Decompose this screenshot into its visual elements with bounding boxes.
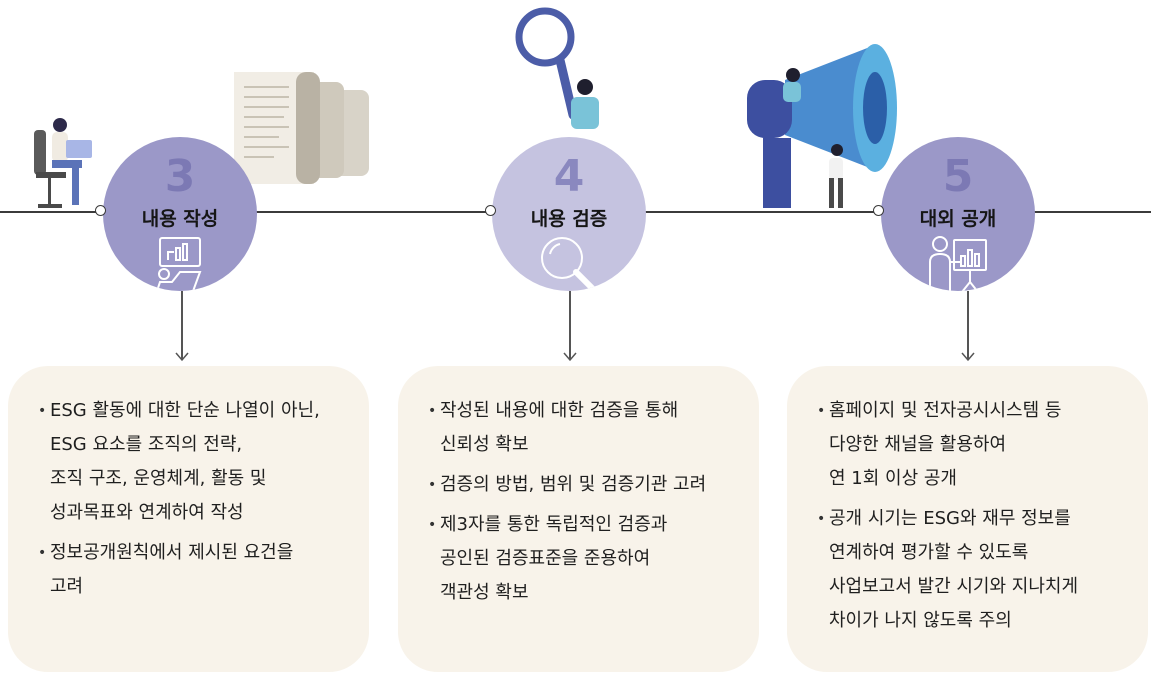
step-4-connector bbox=[569, 291, 571, 359]
presentation-person-icon bbox=[155, 237, 202, 291]
megaphone-illustration bbox=[747, 44, 897, 208]
step-5-circle: 5 대외 공개 bbox=[881, 137, 1035, 291]
chart-board-person-icon bbox=[929, 236, 987, 291]
step-3-arrow-down-icon bbox=[175, 352, 189, 362]
step-4-number: 4 bbox=[553, 151, 585, 202]
magnifier-person-illustration bbox=[515, 7, 599, 129]
step-3-title: 내용 작성 bbox=[141, 208, 219, 230]
person-at-laptop-illustration bbox=[34, 118, 92, 208]
paper-scrolls-illustration bbox=[234, 72, 369, 184]
step-3-bullet-2: 정보공개원칙에서 제시된 요건을 고려 bbox=[38, 536, 359, 604]
step-5-bullets: 홈페이지 및 전자공시시스템 등 다양한 채널을 활용하여 연 1회 이상 공개… bbox=[817, 394, 1138, 644]
magnifier-icon bbox=[541, 237, 599, 291]
step-3-description-box: ESG 활동에 대한 단순 나열이 아닌, ESG 요소를 조직의 전략, 조직… bbox=[8, 366, 369, 672]
step-4-title: 내용 검증 bbox=[530, 208, 608, 230]
step-4-bullets: 작성된 내용에 대한 검증을 통해 신뢰성 확보 검증의 방법, 범위 및 검증… bbox=[428, 394, 749, 616]
step-3-bullet-1: ESG 활동에 대한 단순 나열이 아닌, ESG 요소를 조직의 전략, 조직… bbox=[38, 394, 359, 530]
step-4-description-box: 작성된 내용에 대한 검증을 통해 신뢰성 확보 검증의 방법, 범위 및 검증… bbox=[398, 366, 759, 672]
timeline-node-4 bbox=[485, 205, 496, 216]
step-3-circle: 3 내용 작성 bbox=[103, 137, 257, 291]
step-4-circle: 4 내용 검증 bbox=[492, 137, 646, 291]
step-5-arrow-down-icon bbox=[961, 352, 975, 362]
step-5-bullet-2: 공개 시기는 ESG와 재무 정보를 연계하여 평가할 수 있도록 사업보고서 … bbox=[817, 502, 1138, 638]
step-4-bullet-3: 제3자를 통한 독립적인 검증과 공인된 검증표준을 준용하여 객관성 확보 bbox=[428, 508, 749, 610]
step-3-number: 3 bbox=[164, 151, 196, 202]
step-5-number: 5 bbox=[942, 151, 974, 202]
step-4-bullet-1: 작성된 내용에 대한 검증을 통해 신뢰성 확보 bbox=[428, 394, 749, 462]
step-3-connector bbox=[181, 291, 183, 359]
step-3-bullets: ESG 활동에 대한 단순 나열이 아닌, ESG 요소를 조직의 전략, 조직… bbox=[38, 394, 359, 610]
step-5-bullet-1: 홈페이지 및 전자공시시스템 등 다양한 채널을 활용하여 연 1회 이상 공개 bbox=[817, 394, 1138, 496]
step-5-description-box: 홈페이지 및 전자공시시스템 등 다양한 채널을 활용하여 연 1회 이상 공개… bbox=[787, 366, 1148, 672]
timeline-node-5 bbox=[873, 205, 884, 216]
step-4-bullet-2: 검증의 방법, 범위 및 검증기관 고려 bbox=[428, 468, 749, 502]
step-4-arrow-down-icon bbox=[563, 352, 577, 362]
step-5-title: 대외 공개 bbox=[919, 208, 997, 230]
timeline-node-3 bbox=[95, 205, 106, 216]
step-5-connector bbox=[967, 291, 969, 359]
